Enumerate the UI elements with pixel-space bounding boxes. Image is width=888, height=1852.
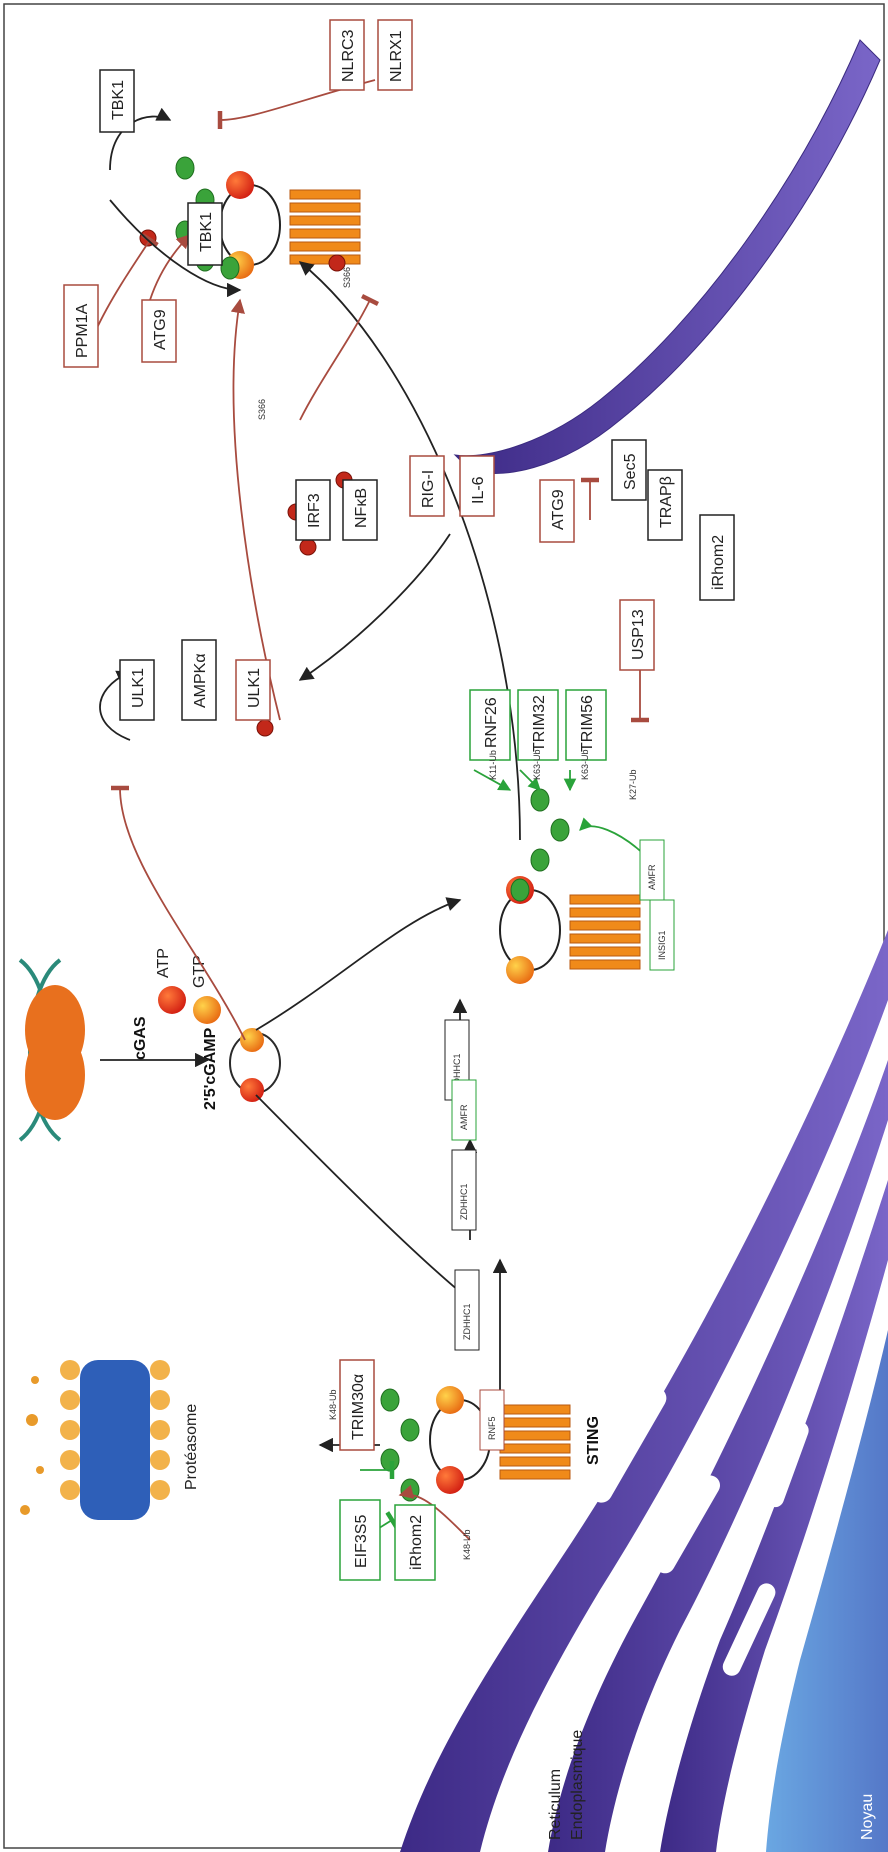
atp-label: ATP <box>155 948 172 978</box>
box-tbk1-b: TBK1 <box>99 69 135 133</box>
k27-ub-label: K27-Ub <box>628 769 638 800</box>
box-trim30a: TRIM30α <box>339 1359 375 1451</box>
svg-text:NLRC3: NLRC3 <box>340 29 357 82</box>
svg-text:ZDHHC1: ZDHHC1 <box>462 1303 472 1340</box>
svg-text:TRIM56: TRIM56 <box>579 695 596 752</box>
k63-ub-label-a: K63-Ub <box>532 749 542 780</box>
box-nlrx1: NLRX1 <box>377 19 413 91</box>
svg-text:INSIG1: INSIG1 <box>657 930 667 960</box>
box-usp13: USP13 <box>619 599 655 671</box>
svg-text:ATG9: ATG9 <box>152 309 169 350</box>
box-nlrc3: NLRC3 <box>329 19 365 91</box>
reticulum-label-1: Reticulum <box>547 1769 564 1840</box>
atp-ball <box>158 986 186 1014</box>
svg-text:PPM1A: PPM1A <box>74 303 91 358</box>
svg-text:NLRX1: NLRX1 <box>388 30 405 82</box>
endoplasmic-reticulum <box>400 930 888 1852</box>
gtp-ball <box>193 996 221 1024</box>
box-nfkb: NFκB <box>342 479 378 541</box>
cgas-dna-complex <box>18 958 85 1142</box>
svg-text:EIF3S5: EIF3S5 <box>353 1515 370 1568</box>
tag-amfr-a: AMFR <box>451 1079 477 1141</box>
box-tbk1-a: TBK1 <box>187 202 223 266</box>
box-trim56: TRIM56 <box>565 689 607 761</box>
box-ulk1-top: ULK1 <box>119 659 155 721</box>
s366-label-b: S366 <box>342 267 352 288</box>
tag-zdhhc-b: ZDHHC1 <box>451 1149 477 1231</box>
ub-chain-middle <box>510 788 570 902</box>
noyau-label: Noyau <box>859 1794 876 1840</box>
box-ampk: AMPKα <box>181 639 217 721</box>
gtp-label: GTP <box>191 955 208 988</box>
tag-rnf5: RNF5 <box>479 1389 505 1451</box>
golgi-membrane <box>453 39 881 474</box>
svg-text:iRhom2: iRhom2 <box>408 1515 425 1570</box>
k11-ub-label: K11-Ub <box>488 750 498 780</box>
tag-amfr-b: AMFR <box>639 839 665 901</box>
svg-text:TBK1: TBK1 <box>110 80 127 120</box>
box-ulk1-p: ULK1 <box>235 659 271 721</box>
svg-text:RNF26: RNF26 <box>483 697 500 748</box>
box-atg9-top: ATG9 <box>141 299 177 363</box>
s366-label-a: S366 <box>257 399 267 420</box>
svg-text:IRF3: IRF3 <box>306 493 323 528</box>
box-trim32: TRIM32 <box>517 689 559 761</box>
box-sec5: Sec5 <box>611 439 647 501</box>
box-atg9-mid: ATG9 <box>539 479 575 543</box>
box-irf3: IRF3 <box>295 479 331 541</box>
svg-text:IL-6: IL-6 <box>470 476 487 504</box>
box-irhom2-right: iRhom2 <box>699 514 735 601</box>
k48-ub-label-a: K48-Ub <box>328 1389 338 1420</box>
svg-text:ULK1: ULK1 <box>246 668 263 708</box>
svg-text:TRIM30α: TRIM30α <box>350 1374 367 1440</box>
cgamp-label: 2'5'cGAMP <box>202 1027 219 1110</box>
svg-text:AMFR: AMFR <box>459 1104 469 1130</box>
svg-text:AMFR: AMFR <box>647 864 657 890</box>
cgamp-molecule <box>229 1028 281 1102</box>
sting-complex-middle <box>499 876 641 984</box>
svg-text:RIG-I: RIG-I <box>420 470 437 508</box>
svg-text:ZDHHC1: ZDHHC1 <box>452 1053 462 1090</box>
sting-label: STING <box>585 1416 602 1465</box>
box-trapb: TRAPβ <box>647 469 683 541</box>
svg-text:USP13: USP13 <box>630 609 647 660</box>
svg-text:RNF5: RNF5 <box>487 1416 497 1440</box>
ub-chain-left <box>380 1388 420 1502</box>
svg-text:AMPKα: AMPKα <box>192 653 209 708</box>
k48-ub-label-b: K48-Ub <box>462 1529 472 1560</box>
box-rnf26: RNF26 <box>469 689 511 761</box>
svg-text:TRAPβ: TRAPβ <box>658 476 675 528</box>
svg-text:TRIM32: TRIM32 <box>531 695 548 752</box>
proteasome-label: Protéasome <box>183 1404 200 1490</box>
box-ppm1a: PPM1A <box>63 284 99 368</box>
box-eif3s5: EIF3S5 <box>339 1499 381 1581</box>
tag-insig1: INSIG1 <box>649 899 675 971</box>
sting-complex-left <box>429 1386 571 1494</box>
tag-zdhhc-a: ZDHHC1 <box>454 1269 480 1351</box>
box-irhom2-left: iRhom2 <box>394 1504 436 1581</box>
box-il6: IL-6 <box>459 455 495 517</box>
svg-text:NFκB: NFκB <box>353 488 370 528</box>
svg-text:iRhom2: iRhom2 <box>710 535 727 590</box>
svg-text:TBK1: TBK1 <box>198 212 215 252</box>
svg-text:Sec5: Sec5 <box>622 453 639 490</box>
svg-text:ULK1: ULK1 <box>130 668 147 708</box>
reticulum-label-2: Endoplasmique <box>569 1730 586 1840</box>
k63-ub-label-b: K63-Ub <box>580 749 590 780</box>
proteasome <box>20 1360 170 1520</box>
cgas-label: cGAS <box>132 1016 149 1060</box>
svg-text:ZDHHC1: ZDHHC1 <box>459 1183 469 1220</box>
box-rigi: RIG-I <box>409 455 445 517</box>
svg-text:ATG9: ATG9 <box>550 489 567 530</box>
